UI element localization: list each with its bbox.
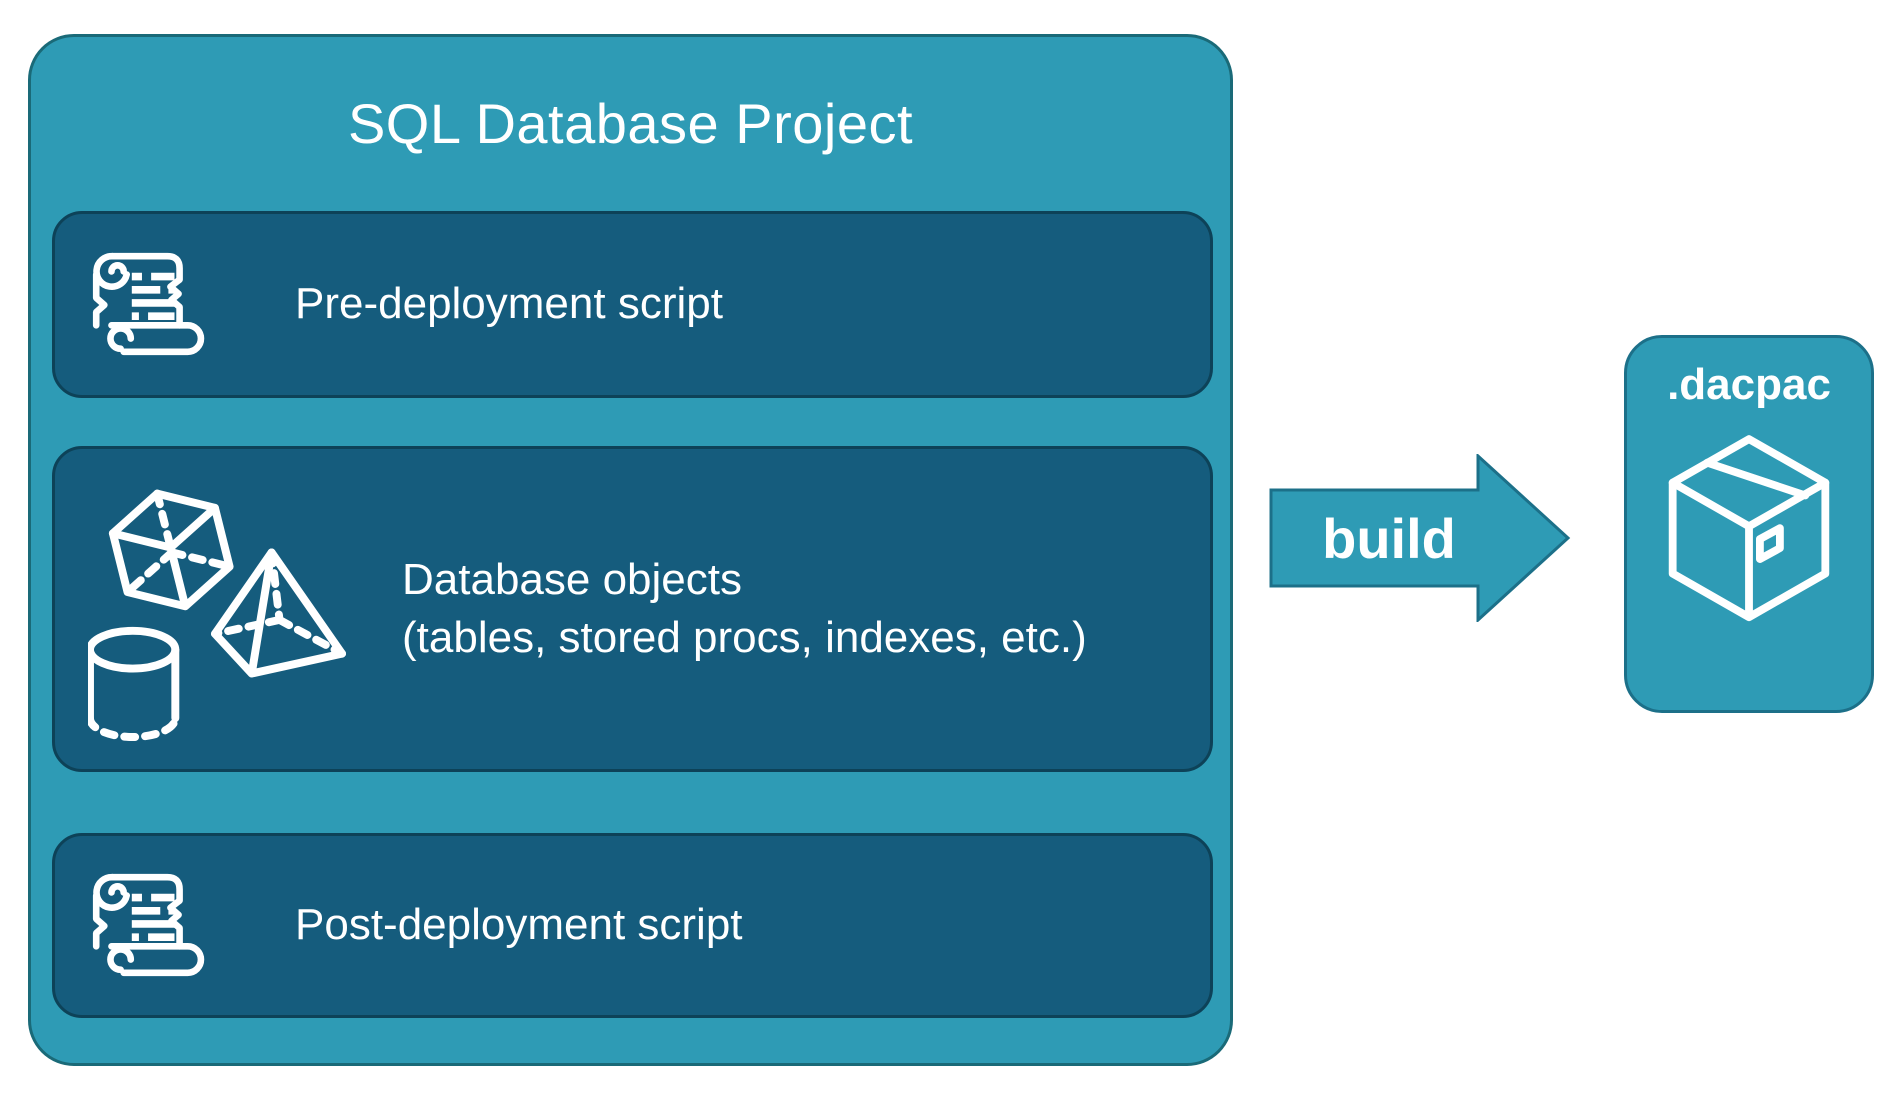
cube-icon xyxy=(108,489,234,611)
database-objects-box: Database objects (tables, stored procs, … xyxy=(52,446,1213,772)
project-title: SQL Database Project xyxy=(347,92,914,155)
package-icon xyxy=(1668,435,1830,622)
database-objects-line1: Database objects xyxy=(402,554,742,604)
sql-database-project-container: SQL Database Project Pre-deployment scri… xyxy=(28,34,1233,1066)
pre-deployment-script-label: Pre-deployment script xyxy=(295,279,723,329)
dacpac-box: .dacpac xyxy=(1624,335,1874,713)
database-objects-label: Database objects (tables, stored procs, … xyxy=(402,551,1087,667)
dacpac-label: .dacpac xyxy=(1667,360,1831,409)
pyramid-icon xyxy=(211,548,346,678)
post-deployment-script-box: Post-deployment script xyxy=(52,833,1213,1018)
post-deployment-script-label: Post-deployment script xyxy=(295,900,743,950)
scroll-icon xyxy=(92,252,205,355)
shapes-icon xyxy=(88,489,346,741)
build-arrow: build xyxy=(1269,452,1571,624)
build-label: build xyxy=(1322,506,1456,570)
scroll-icon xyxy=(92,873,205,976)
database-objects-line2: (tables, stored procs, indexes, etc.) xyxy=(402,613,1087,662)
cylinder-icon xyxy=(88,626,180,741)
pre-deployment-script-box: Pre-deployment script xyxy=(52,211,1213,398)
arrow-right-icon xyxy=(1269,452,1571,624)
